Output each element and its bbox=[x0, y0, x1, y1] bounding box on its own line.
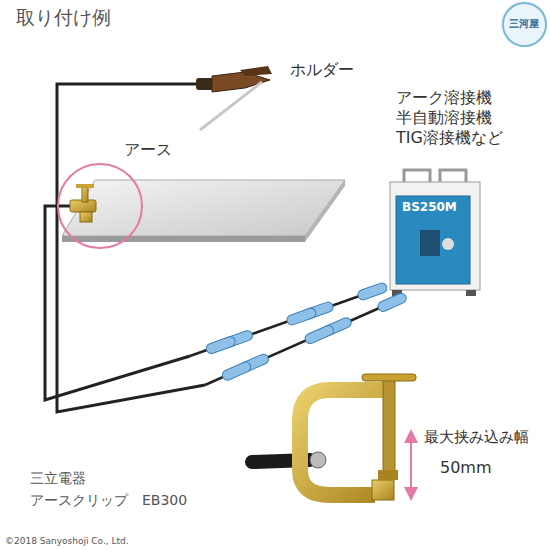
logo-badge: 三河屋 bbox=[502, 2, 547, 47]
cable-plug bbox=[357, 282, 389, 301]
work-plate bbox=[62, 180, 345, 236]
highlight-circle bbox=[58, 164, 142, 248]
electrode-holder bbox=[196, 66, 272, 130]
cable-plug bbox=[205, 335, 237, 354]
earth-clamp bbox=[70, 184, 96, 222]
label: ©2018 Sanyoshoji Co., Ltd. bbox=[5, 536, 129, 547]
inset-ground bbox=[262, 366, 540, 516]
label: TIG溶接機など bbox=[396, 128, 503, 147]
cable-plug bbox=[304, 324, 335, 345]
label: 最大挟み込み幅 bbox=[424, 428, 529, 446]
label: 50mm bbox=[440, 458, 492, 477]
width-arrow bbox=[410, 436, 412, 494]
label: 三立電器 bbox=[30, 470, 86, 487]
plate-edge bbox=[62, 236, 305, 242]
cable-plug bbox=[221, 360, 252, 381]
holder-cable bbox=[57, 84, 205, 412]
title: 取り付け例 bbox=[16, 6, 111, 29]
cable-line bbox=[190, 288, 382, 356]
plate-edge bbox=[305, 180, 345, 242]
label: アース bbox=[124, 140, 172, 159]
cable-plug bbox=[376, 292, 407, 313]
logo-backdrop bbox=[501, 1, 547, 47]
cable-plug bbox=[286, 307, 318, 326]
label: アーク溶接機 bbox=[396, 88, 492, 107]
label: 半自動溶接機 bbox=[396, 108, 492, 127]
earth-clamp-photo bbox=[252, 374, 416, 500]
label: アースクリップ EB300 bbox=[30, 492, 187, 509]
welding-machine bbox=[390, 170, 480, 296]
logo-text: 三河屋 bbox=[509, 18, 539, 30]
label: ホルダー bbox=[290, 60, 354, 79]
label: BS250M bbox=[402, 200, 457, 214]
